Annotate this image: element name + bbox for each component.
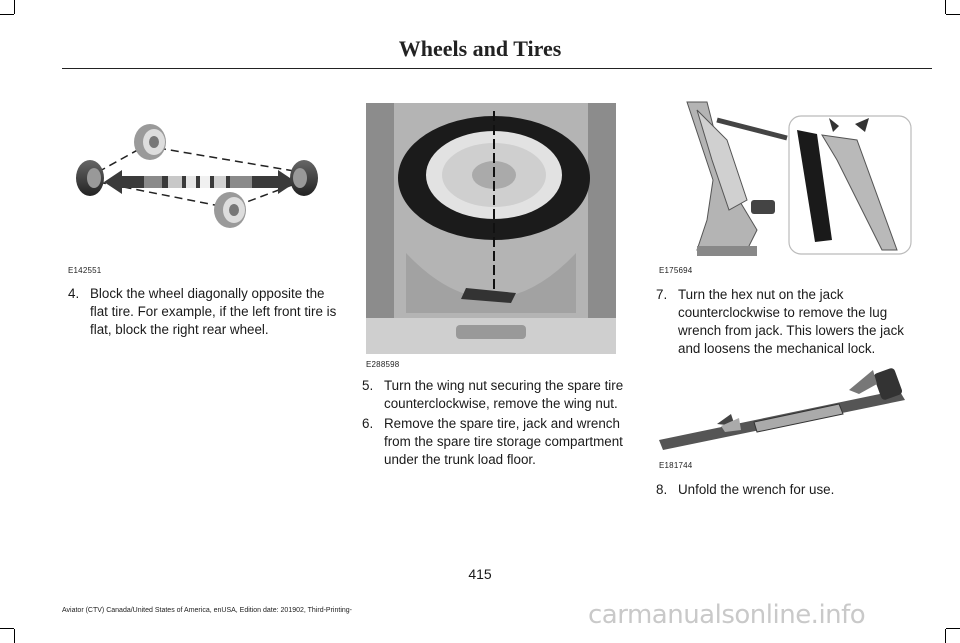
step-number: 8. xyxy=(656,482,668,497)
figure-code: E288598 xyxy=(366,360,400,369)
wheel-blocking-diagram-icon xyxy=(68,120,330,255)
crop-mark-top-right-h xyxy=(946,14,960,15)
step-text: Block the wheel diagonally opposite the … xyxy=(90,286,337,337)
page-title: Wheels and Tires xyxy=(398,36,562,61)
step-6: 6. Remove the spare tire, jack and wrenc… xyxy=(362,415,637,469)
spare-tire-compartment-icon xyxy=(366,103,616,354)
crop-mark-bottom-right-v xyxy=(945,629,946,643)
crop-mark-bottom-left-v xyxy=(14,629,15,643)
step-8: 8. Unfold the wrench for use. xyxy=(656,481,918,499)
step-number: 5. xyxy=(362,378,374,393)
step-text: Remove the spare tire, jack and wrench f… xyxy=(384,416,623,467)
figure-code: E181744 xyxy=(659,461,693,470)
crop-mark-bottom-right-h xyxy=(946,628,960,629)
crop-mark-top-left-h xyxy=(0,14,14,15)
title-divider xyxy=(62,68,932,69)
crop-mark-top-right-v xyxy=(945,0,946,14)
figure-code: E142551 xyxy=(68,266,102,275)
figure-code: E175694 xyxy=(659,266,693,275)
step-number: 4. xyxy=(68,286,80,301)
step-number: 7. xyxy=(656,287,668,302)
step-7: 7. Turn the hex nut on the jack counterc… xyxy=(656,286,918,358)
step-text: Unfold the wrench for use. xyxy=(678,482,835,497)
step-text: Turn the hex nut on the jack countercloc… xyxy=(678,287,904,356)
lug-wrench-icon xyxy=(659,360,919,450)
step-number: 6. xyxy=(362,416,374,431)
scissor-jack-icon xyxy=(657,100,913,260)
step-5: 5. Turn the wing nut securing the spare … xyxy=(362,377,637,413)
step-text: Turn the wing nut securing the spare tir… xyxy=(384,378,624,411)
step-4: 4. Block the wheel diagonally opposite t… xyxy=(68,285,340,339)
crop-mark-bottom-left-h xyxy=(0,628,14,629)
crop-mark-top-left-v xyxy=(14,0,15,14)
watermark[interactable]: carmanualsonline.info xyxy=(588,600,866,630)
page-number: 415 xyxy=(468,566,492,582)
footer-text: Aviator (CTV) Canada/United States of Am… xyxy=(62,607,353,614)
